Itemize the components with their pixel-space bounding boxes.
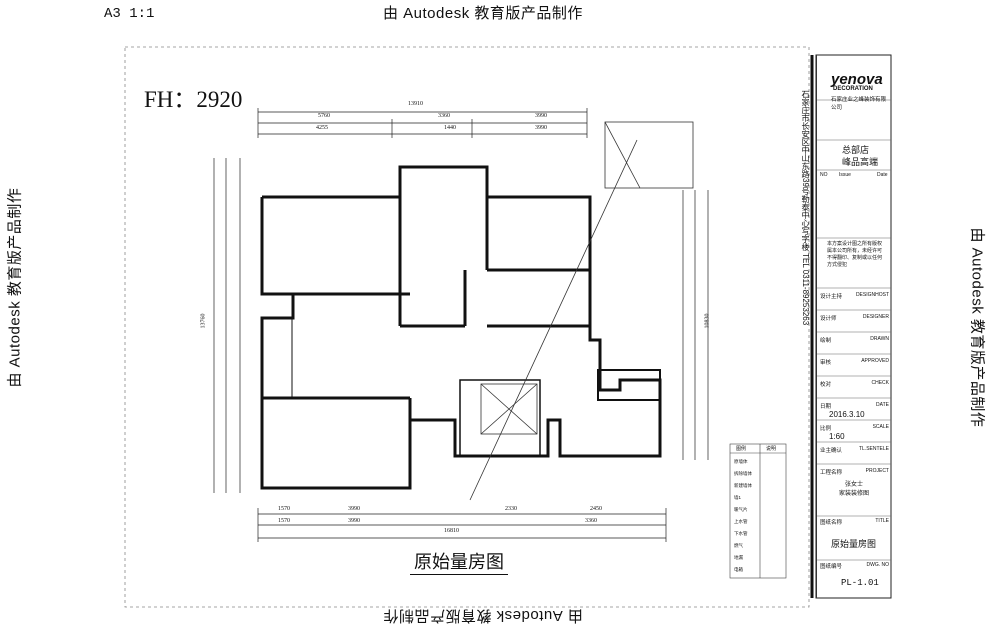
field-scale-value: 1:60 [829, 432, 845, 441]
title-block: yenova DECORATION 石家庄业之峰装饰有限公司 总部店 峰品高端 … [816, 55, 892, 598]
field-scale-en: SCALE [872, 424, 889, 430]
store-name: 总部店 [842, 145, 870, 155]
legend-header-1: 图例 [736, 446, 747, 452]
dim-bottom-5: 2330 [505, 506, 517, 512]
dim-top-2: 3360 [438, 113, 450, 119]
field-designer-en: DESIGNER [862, 314, 889, 320]
legend-items: 原墙体 拆除墙体 新建墙体 墙1 暖气片 上水管 下水管 燃气 地漏 电箱 [734, 456, 760, 576]
legend-table [729, 443, 787, 579]
watermark-top: 由 Autodesk 教育版产品制作 [383, 5, 583, 22]
north-box [604, 121, 694, 189]
company-address: 石家庄市长安区中山东路39号勒泰中心写字楼 TEL 0311-89253263 [801, 90, 810, 326]
dim-top2-1: 4255 [316, 125, 328, 131]
field-date: 日期 [820, 404, 832, 410]
floor-plan-walls [260, 165, 662, 490]
dim-bottom2-1: 1570 [278, 518, 290, 524]
copyright-notice: 本方案设计图之所有版权属本公司所有，未经许可不得翻印、复制或以任何方式侵犯 [827, 241, 883, 268]
field-dwgno: 图纸编号 [820, 564, 843, 570]
store-sub: 峰品高端 [842, 157, 879, 167]
field-owner: 业主确认 [820, 448, 843, 454]
bottom-dimension-lines [257, 508, 667, 542]
field-date-value: 2016.3.10 [829, 410, 865, 419]
legend-item: 暖气片 [734, 507, 748, 512]
legend-item: 燃气 [734, 543, 743, 548]
rev-no: NO [820, 172, 828, 178]
legend-item: 下水管 [734, 531, 748, 536]
left-dimension-lines [213, 158, 241, 493]
field-drawn: 绘制 [820, 338, 832, 344]
balcony [597, 369, 661, 401]
field-drawn-en: DRAWN [870, 336, 889, 342]
field-dwgno-value: PL-1.01 [841, 578, 879, 588]
dim-bottom-2: 3990 [348, 506, 360, 512]
dim-bottom-1: 1570 [278, 506, 290, 512]
top-dimension-lines [257, 108, 588, 138]
drawing-title: 原始量房图 [410, 548, 508, 575]
field-project: 工程名称 [820, 470, 843, 476]
dim-top2-6: 1440 [444, 125, 456, 131]
scale-label: A3 1:1 [104, 6, 155, 22]
field-approved-en: APPROVED [861, 358, 889, 364]
legend-item: 拆除墙体 [734, 471, 752, 476]
left-bay [261, 317, 293, 399]
field-dwgno-en: DWG. NO [866, 562, 890, 568]
legend-item: 上水管 [734, 519, 748, 524]
field-designer: 设计师 [820, 316, 837, 322]
drawing-frame [124, 46, 810, 608]
company-logo-sub: DECORATION [833, 86, 873, 92]
company-logo: yenova [831, 71, 883, 88]
field-check: 校对 [820, 382, 832, 388]
legend-item: 电箱 [734, 567, 743, 572]
legend-item: 地漏 [734, 555, 743, 560]
reference-diagonal [469, 139, 638, 501]
field-project-en: PROJECT [865, 468, 889, 474]
dim-bottom2-2: 3990 [348, 518, 360, 524]
field-date-en: DATE [876, 402, 889, 408]
rev-issue: Issue [839, 172, 851, 178]
floor-height-label: FH：2920 [144, 87, 243, 112]
dim-top2-10: 3990 [535, 125, 547, 131]
rev-date: Date [877, 172, 888, 178]
legend-item: 墙1 [734, 495, 742, 500]
dim-bottom-total: 16810 [444, 528, 459, 534]
field-project-value: 张女士 家装装修图 [838, 482, 869, 497]
field-title: 图纸名称 [820, 520, 843, 526]
field-title-en: TITLE [875, 518, 889, 524]
field-designhost: 设计主持 [820, 294, 843, 300]
dim-top-1: 5760 [318, 113, 330, 119]
dim-left-total: 13760 [200, 313, 207, 329]
field-title-value: 原始量房图 [831, 539, 877, 549]
field-approved: 审核 [820, 360, 832, 366]
dim-right-total: 10830 [704, 313, 711, 329]
field-designhost-en: DESIGNHOST [855, 292, 889, 298]
dim-top-total: 13910 [408, 101, 423, 107]
dim-top-3: 3990 [535, 113, 547, 119]
dim-bottom2-6: 3360 [585, 518, 597, 524]
legend-item: 新建墙体 [734, 483, 752, 488]
right-dimension-lines [682, 190, 709, 460]
field-scale: 比例 [820, 426, 832, 432]
title-block-rows [816, 99, 891, 561]
legend-header-2: 说明 [766, 446, 777, 452]
legend-item: 原墙体 [734, 459, 748, 464]
field-owner-en: TL.SENTELE [858, 446, 889, 452]
dim-bottom-7: 2450 [590, 506, 602, 512]
company-name: 石家庄业之峰装饰有限公司 [831, 97, 887, 111]
field-check-en: CHECK [871, 380, 889, 386]
elevator-shaft [480, 383, 538, 435]
